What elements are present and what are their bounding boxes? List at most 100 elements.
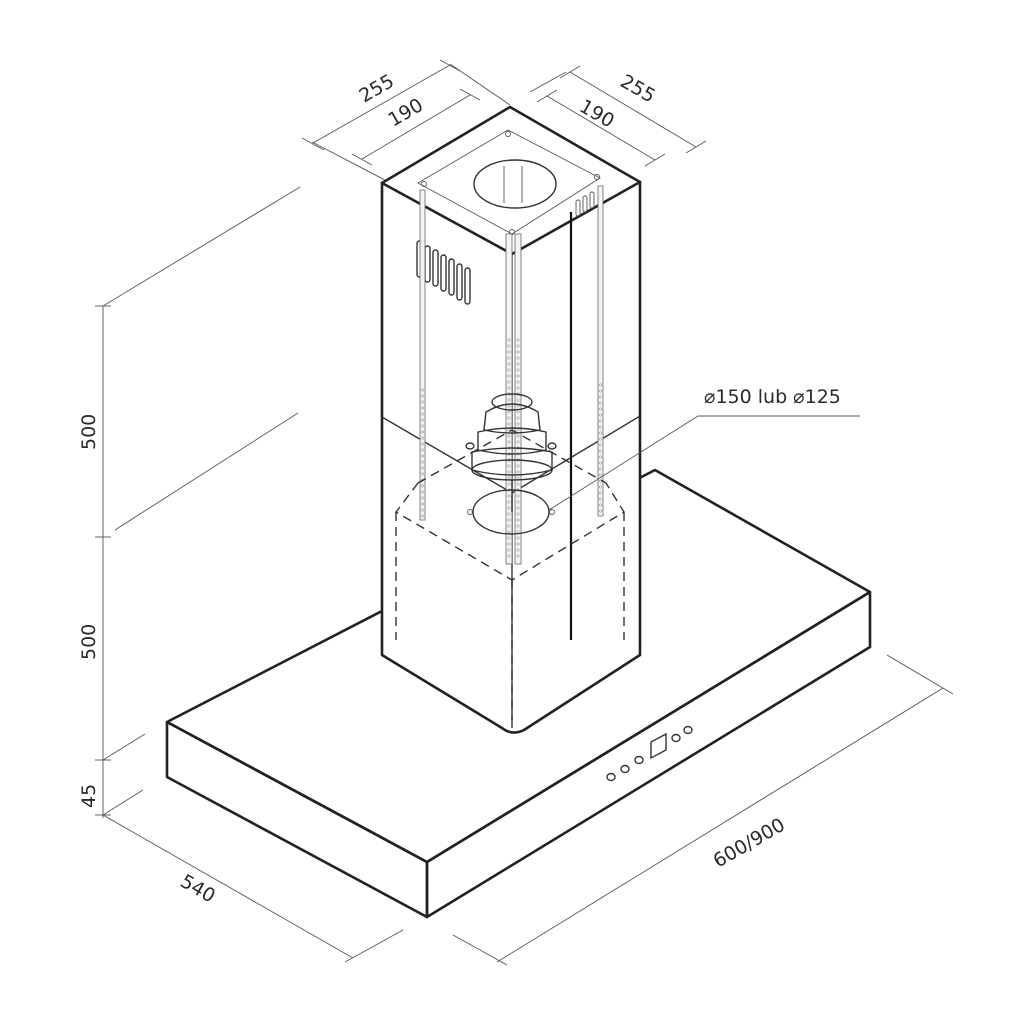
rail-hole bbox=[599, 389, 602, 393]
rail-hole bbox=[507, 554, 511, 558]
rail-hole bbox=[599, 503, 602, 507]
rail-hole bbox=[516, 350, 520, 354]
rail-hole bbox=[516, 374, 520, 378]
rail-hole bbox=[599, 425, 602, 429]
rail-hole bbox=[516, 422, 520, 426]
rail-hole bbox=[421, 448, 424, 452]
rail-hole bbox=[507, 464, 511, 468]
rail-hole bbox=[507, 506, 511, 510]
rail-hole bbox=[516, 398, 520, 402]
rail-hole bbox=[421, 502, 424, 506]
rail-hole bbox=[516, 506, 520, 510]
rail-hole bbox=[507, 344, 511, 348]
exhaust-opening bbox=[473, 159, 557, 209]
rail-hole bbox=[507, 470, 511, 474]
rail-hole bbox=[516, 362, 520, 366]
dim-depth: 540 bbox=[177, 870, 219, 907]
rail-hole bbox=[516, 434, 520, 438]
rail-hole bbox=[507, 338, 511, 342]
rail-hole bbox=[507, 482, 511, 486]
control-button[interactable] bbox=[671, 733, 681, 743]
rail-hole bbox=[507, 530, 511, 534]
dim-top-outer-right: 255 bbox=[617, 70, 659, 107]
rail-hole bbox=[516, 536, 520, 540]
control-button[interactable] bbox=[606, 772, 616, 782]
chimney bbox=[380, 105, 642, 735]
rail-hole bbox=[516, 470, 520, 474]
rail-hole bbox=[507, 476, 511, 480]
rail-hole bbox=[516, 482, 520, 486]
rail-hole bbox=[421, 400, 424, 404]
rail-hole bbox=[516, 410, 520, 414]
rail-hole bbox=[421, 394, 424, 398]
control-button[interactable] bbox=[620, 764, 630, 774]
rail-hole bbox=[516, 368, 520, 372]
dim-top-inner-right: 190 bbox=[576, 95, 618, 132]
rail-hole bbox=[507, 494, 511, 498]
rail-hole bbox=[421, 406, 424, 410]
rail-hole bbox=[599, 449, 602, 453]
rail-hole bbox=[507, 500, 511, 504]
support-rail bbox=[597, 185, 604, 517]
dim-canopy-height: 45 bbox=[78, 784, 100, 808]
rail-hole bbox=[516, 416, 520, 420]
rail-hole bbox=[421, 442, 424, 446]
rail-hole bbox=[599, 509, 602, 513]
rail-hole bbox=[421, 466, 424, 470]
rail-hole bbox=[507, 410, 511, 414]
rail-hole bbox=[599, 413, 602, 417]
rail-hole bbox=[421, 496, 424, 500]
rail-hole bbox=[507, 422, 511, 426]
dim-upper-chimney-height: 500 bbox=[78, 414, 100, 450]
rail-hole bbox=[516, 428, 520, 432]
rail-hole bbox=[421, 412, 424, 416]
rail-hole bbox=[599, 485, 602, 489]
rail-hole bbox=[507, 350, 511, 354]
rail-hole bbox=[421, 472, 424, 476]
rail-hole bbox=[507, 386, 511, 390]
rail-hole bbox=[516, 554, 520, 558]
rail-hole bbox=[599, 437, 602, 441]
lower-casing-hidden-lines bbox=[394, 429, 625, 720]
dim-top-outer-left: 255 bbox=[356, 70, 398, 107]
rail-hole bbox=[421, 418, 424, 422]
rail-hole bbox=[599, 401, 602, 405]
mounting-bracket bbox=[417, 129, 601, 235]
ventilation-slots bbox=[416, 240, 471, 305]
control-button[interactable] bbox=[683, 725, 693, 735]
rail-hole bbox=[507, 404, 511, 408]
rail-hole bbox=[421, 424, 424, 428]
dim-top-inner-left: 190 bbox=[385, 94, 427, 131]
rail-hole bbox=[507, 416, 511, 420]
rail-hole bbox=[516, 518, 520, 522]
rail-hole bbox=[516, 542, 520, 546]
support-rail bbox=[419, 189, 426, 521]
ventilation-slots-rear bbox=[575, 191, 595, 217]
rail-hole bbox=[507, 380, 511, 384]
rail-hole bbox=[421, 490, 424, 494]
rail-hole bbox=[516, 356, 520, 360]
rail-hole bbox=[516, 386, 520, 390]
rail-hole bbox=[599, 455, 602, 459]
control-button[interactable] bbox=[634, 755, 644, 765]
dim-lower-chimney-height: 500 bbox=[78, 624, 100, 660]
rail-hole bbox=[507, 356, 511, 360]
rail-hole bbox=[421, 508, 424, 512]
rail-hole bbox=[421, 454, 424, 458]
rail-hole bbox=[599, 407, 602, 411]
rail-hole bbox=[507, 542, 511, 546]
rail-hole bbox=[507, 362, 511, 366]
control-panel bbox=[606, 725, 693, 782]
rail-hole bbox=[507, 398, 511, 402]
rail-hole bbox=[507, 512, 511, 516]
rail-hole bbox=[599, 383, 602, 387]
rail-hole bbox=[516, 494, 520, 498]
rail-hole bbox=[516, 338, 520, 342]
dim-outlet-diameter: ⌀150 lub ⌀125 bbox=[704, 386, 841, 408]
rail-hole bbox=[599, 443, 602, 447]
rail-hole bbox=[507, 518, 511, 522]
rail-hole bbox=[421, 460, 424, 464]
dim-width: 600/900 bbox=[710, 814, 789, 873]
rail-hole bbox=[421, 484, 424, 488]
